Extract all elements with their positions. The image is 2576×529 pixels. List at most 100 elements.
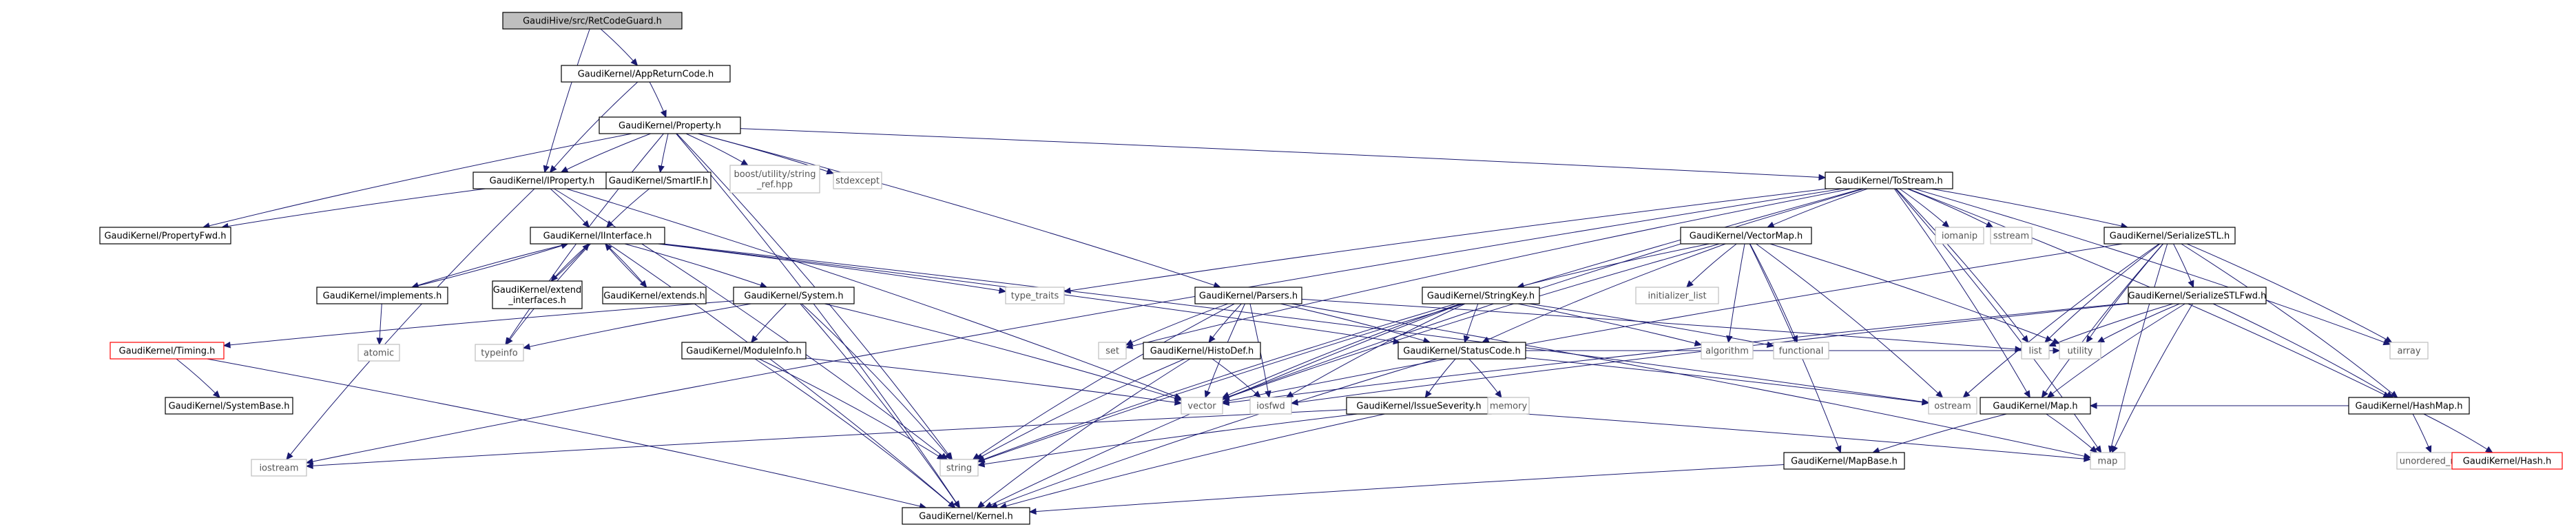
node-kernel[interactable]: GaudiKernel/Kernel.h: [902, 507, 1030, 525]
node-box: [357, 344, 400, 362]
node-box: [492, 280, 583, 309]
edge-arrowhead: [936, 453, 945, 460]
node-label: GaudiKernel/Kernel.h: [919, 512, 1013, 522]
node-statuscode[interactable]: GaudiKernel/StatusCode.h: [1398, 342, 1526, 360]
node-label: ostream: [1934, 402, 1971, 412]
edge-stringkey-to-vector: [1221, 303, 1460, 398]
edge-line: [1528, 303, 1774, 346]
nodes-layer: GaudiHive/src/RetCodeGuard.hGaudiKernel/…: [99, 12, 2563, 525]
node-iinterface[interactable]: GaudiKernel/IInterface.h: [530, 227, 665, 245]
edge-arrowhead: [1221, 399, 1230, 406]
edge-arrowhead: [977, 456, 986, 463]
node-tostream[interactable]: GaudiKernel/ToStream.h: [1825, 172, 1953, 189]
node-vectormap[interactable]: GaudiKernel/VectorMap.h: [1680, 227, 1812, 245]
edge-line: [2044, 243, 2161, 343]
edge-line: [977, 358, 1191, 508]
node-hashmap[interactable]: GaudiKernel/HashMap.h: [2348, 397, 2470, 415]
edge-parsers-to-set: [1125, 303, 1229, 346]
node-histodef[interactable]: GaudiKernel/HistoDef.h: [1143, 342, 1261, 360]
edge-line: [2109, 243, 2168, 453]
node-label: GaudiKernel/ModuleInfo.h: [686, 346, 801, 357]
node-extend_if[interactable]: GaudiKernel/extend_interfaces.h: [492, 280, 583, 309]
node-map_h[interactable]: GaudiKernel/Map.h: [1980, 397, 2091, 415]
edge-arrowhead: [977, 501, 986, 508]
edge-line: [658, 243, 1006, 292]
node-label: sstream: [1993, 231, 2029, 242]
node-extends[interactable]: GaudiKernel/extends.h: [602, 287, 707, 304]
edge-arrowhead: [286, 452, 293, 460]
node-implements[interactable]: GaudiKernel/implements.h: [316, 287, 448, 304]
node-stringkey[interactable]: GaudiKernel/StringKey.h: [1422, 287, 1540, 304]
edge-arrowhead: [658, 165, 665, 174]
edge-line: [551, 243, 590, 282]
edge-line: [1222, 303, 1460, 398]
node-smartif[interactable]: GaudiKernel/SmartIF.h: [605, 172, 711, 189]
node-label: GaudiKernel/Property.h: [619, 121, 721, 132]
edge-line: [2097, 303, 2180, 343]
edge-line: [800, 303, 960, 508]
edge-line: [976, 358, 1185, 460]
node-iostream: iostream: [251, 459, 307, 477]
edge-serstl-to-hashmap: [2181, 243, 2398, 398]
node-iproperty[interactable]: GaudiKernel/IProperty.h: [472, 172, 612, 189]
edge-arrowhead: [1942, 220, 1950, 228]
edge-arrowhead: [977, 461, 986, 468]
node-vector: vector: [1181, 397, 1223, 415]
edge-line: [1517, 243, 1710, 288]
edge-line: [550, 243, 590, 282]
node-systembase[interactable]: GaudiKernel/SystemBase.h: [165, 397, 293, 415]
edge-line: [1767, 188, 1868, 228]
node-box: [251, 459, 307, 477]
node-algorithm: algorithm: [1701, 342, 1754, 360]
edge-line: [1482, 243, 1726, 343]
edge-arrowhead: [2485, 446, 2493, 453]
node-box: [1098, 342, 1127, 360]
node-box: [1635, 287, 1719, 304]
node-timing[interactable]: GaudiKernel/Timing.h: [110, 342, 225, 360]
node-property[interactable]: GaudiKernel/Property.h: [599, 116, 741, 134]
node-hash[interactable]: GaudiKernel/Hash.h: [2451, 452, 2563, 470]
node-box: [1825, 172, 1953, 189]
edge-arrowhead: [944, 452, 952, 460]
node-moduleinfo[interactable]: GaudiKernel/ModuleInfo.h: [681, 342, 807, 360]
edge-line: [624, 243, 767, 288]
edge-arrowhead: [2111, 445, 2118, 454]
edge-line: [1962, 243, 2159, 398]
edge-arrowhead: [1921, 399, 1930, 406]
edge-mapbase-to-kernel: [1028, 464, 1785, 515]
node-box: [2451, 452, 2563, 470]
node-parsers[interactable]: GaudiKernel/Parsers.h: [1194, 287, 1302, 304]
node-label: GaudiKernel/ToStream.h: [1835, 176, 1942, 187]
node-box: [99, 227, 231, 245]
node-atomic: atomic: [357, 344, 400, 362]
node-utility: utility: [2059, 342, 2101, 360]
node-propfwd[interactable]: GaudiKernel/PropertyFwd.h: [99, 227, 231, 245]
edge-serstlfwd-to-map_h: [2046, 303, 2185, 398]
node-box: [475, 344, 524, 362]
node-approc[interactable]: GaudiKernel/AppReturnCode.h: [561, 65, 731, 83]
edge-arrowhead: [1174, 399, 1183, 406]
edge-line: [999, 413, 1385, 508]
edge-arrowhead: [1028, 508, 1037, 515]
node-stdexcept: stdexcept: [833, 172, 882, 189]
edge-smartif-to-iinterface: [605, 188, 650, 228]
node-box: [1990, 227, 2033, 245]
node-serstlfwd[interactable]: GaudiKernel/SerializeSTLFwd.h: [2128, 287, 2267, 304]
edge-line: [600, 28, 638, 66]
edge-hashmap-to-hash: [2423, 413, 2493, 453]
edge-arrowhead: [2425, 445, 2432, 454]
edge-line: [698, 133, 1221, 288]
edge-statuscode-to-ostream: [1525, 357, 1930, 406]
edge-property-to-iproperty: [560, 133, 651, 173]
edge-line: [550, 81, 638, 173]
node-label: boost/utility/string_ref.hpp: [734, 169, 816, 190]
node-mapbase[interactable]: GaudiKernel/MapBase.h: [1783, 452, 1905, 470]
node-root[interactable]: GaudiHive/src/RetCodeGuard.h: [502, 12, 683, 30]
edge-serstl-to-map: [2108, 243, 2168, 454]
node-serstl[interactable]: GaudiKernel/SerializeSTL.h: [2104, 227, 2236, 245]
node-issueseverity[interactable]: GaudiKernel/IssueSeverity.h: [1346, 397, 1492, 415]
node-ostream: ostream: [1928, 397, 1977, 415]
node-system[interactable]: GaudiKernel/System.h: [733, 287, 855, 304]
edge-arrowhead: [560, 166, 569, 173]
